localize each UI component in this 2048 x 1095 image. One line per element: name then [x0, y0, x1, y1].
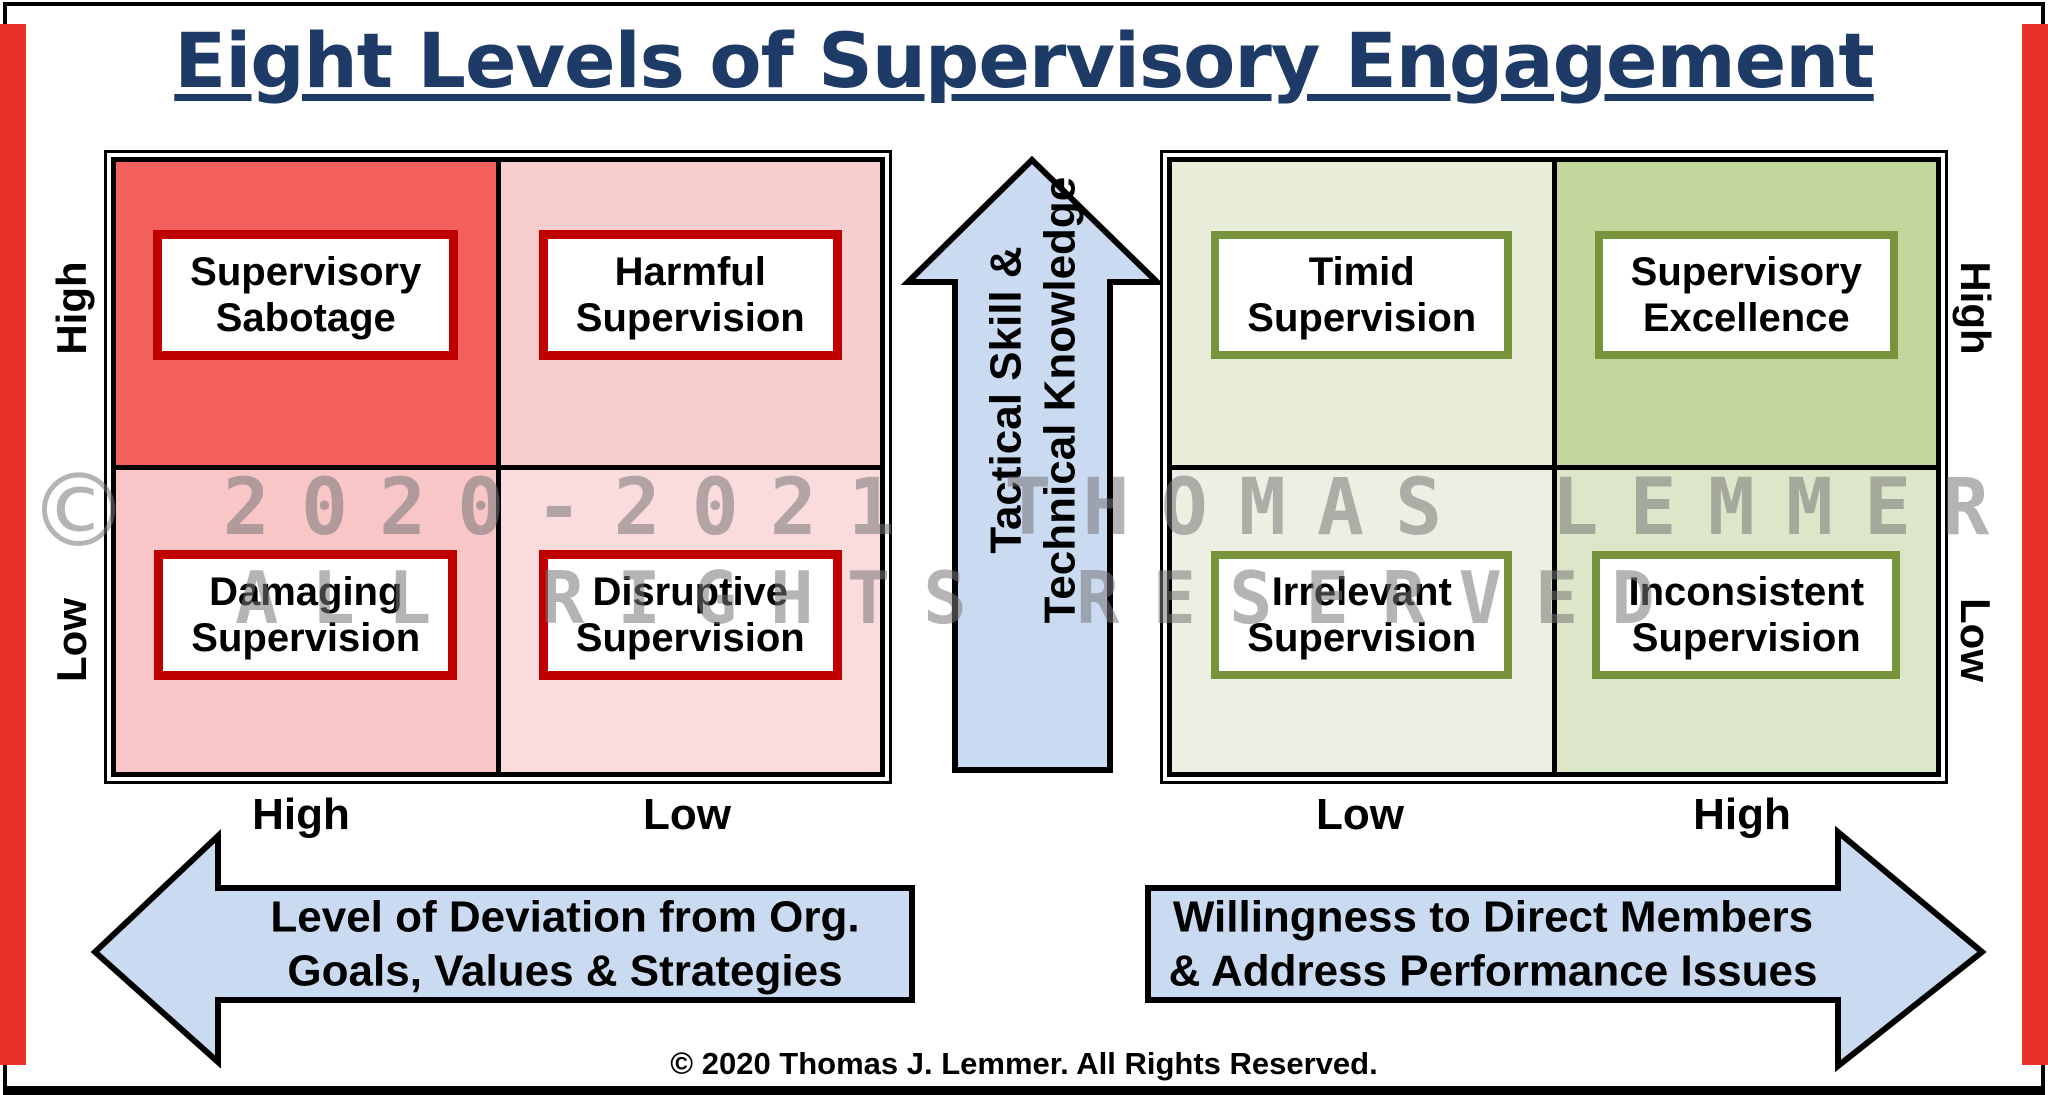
right-arrow-label: Willingness to Direct Members & Address …	[1168, 892, 1818, 995]
right-matrix-yaxis-high: High	[1952, 261, 1999, 355]
quadrant-label-box: Supervisory Excellence	[1594, 231, 1898, 360]
quadrant-label-box: Timid Supervision	[1211, 231, 1513, 360]
left-arrow-label: Level of Deviation from Org. Goals, Valu…	[270, 892, 860, 995]
left-matrix-yaxis-low: Low	[48, 598, 95, 682]
right-matrix-xaxis-low: Low	[1316, 790, 1404, 839]
quadrant-label-box: Disruptive Supervision	[538, 549, 842, 680]
quadrant-harmful-supervision: Harmful Supervision	[500, 162, 880, 465]
quadrant-disruptive-supervision: Disruptive Supervision	[500, 469, 880, 772]
left-matrix-xaxis-low: Low	[643, 790, 731, 839]
right-matrix-yaxis-low: Low	[1952, 598, 1999, 682]
quadrant-damaging-supervision: Damaging Supervision	[116, 469, 496, 772]
watermark-copyright-icon: ©	[28, 452, 145, 570]
quadrant-supervisory-excellence: Supervisory Excellence	[1556, 162, 1936, 465]
willingness-matrix: Timid Supervision Supervisory Excellence…	[1160, 150, 1948, 784]
left-red-edge-bar	[0, 24, 26, 1065]
quadrant-irrelevant-supervision: Irrelevant Supervision	[1172, 469, 1552, 772]
quadrant-label-box: Harmful Supervision	[538, 230, 842, 361]
quadrant-inconsistent-supervision: Inconsistent Supervision	[1556, 469, 1936, 772]
footer-copyright: © 2020 Thomas J. Lemmer. All Rights Rese…	[670, 1046, 1378, 1081]
right-red-edge-bar	[2022, 24, 2048, 1065]
quadrant-label-box: Supervisory Sabotage	[153, 230, 459, 361]
willingness-matrix-grid: Timid Supervision Supervisory Excellence…	[1167, 157, 1941, 777]
page-title: Eight Levels of Supervisory Engagement	[174, 16, 1874, 105]
deviation-matrix: Supervisory Sabotage Harmful Supervision…	[104, 150, 892, 784]
quadrant-label-box: Inconsistent Supervision	[1592, 550, 1901, 679]
quadrant-label-box: Irrelevant Supervision	[1211, 550, 1513, 679]
watermark-line2: All Rights Reserved	[235, 556, 1688, 640]
quadrant-label-box: Damaging Supervision	[154, 549, 458, 680]
right-matrix-xaxis-high: High	[1693, 790, 1791, 839]
quadrant-supervisory-sabotage: Supervisory Sabotage	[116, 162, 496, 465]
quadrant-timid-supervision: Timid Supervision	[1172, 162, 1552, 465]
left-matrix-yaxis-high: High	[48, 261, 95, 355]
left-matrix-xaxis-high: High	[252, 790, 350, 839]
watermark-line1: © 2020-2021 Thomas Lemmer	[28, 452, 2020, 570]
deviation-matrix-grid: Supervisory Sabotage Harmful Supervision…	[111, 157, 885, 777]
watermark-line1-text: 2020-2021 Thomas Lemmer	[222, 462, 2021, 553]
